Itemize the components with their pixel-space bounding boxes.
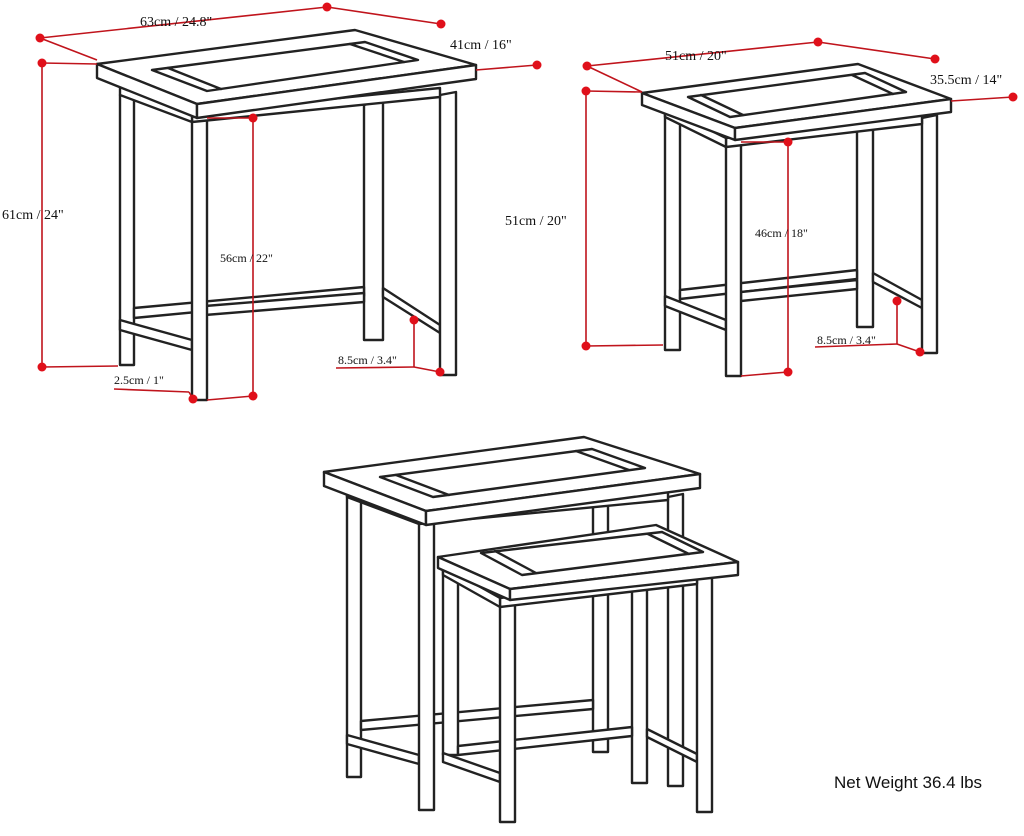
small-depth-label: 35.5cm / 14" <box>930 73 1002 88</box>
small-clearance-label: 46cm / 18" <box>755 226 808 240</box>
small-table-drawing <box>640 62 953 378</box>
small-width-label: 51cm / 20" <box>665 49 727 64</box>
large-table-drawing <box>95 28 478 402</box>
small-stretcher-label: 8.5cm / 3.4" <box>817 333 876 347</box>
large-stretcher-label: 8.5cm / 3.4" <box>338 353 397 367</box>
large-table-dimensions <box>35 2 542 404</box>
large-width-label: 63cm / 24.8" <box>140 15 212 30</box>
small-table-dimensions <box>581 37 1018 377</box>
small-height-label: 51cm / 20" <box>505 214 567 229</box>
large-clearance-label: 56cm / 22" <box>220 251 273 265</box>
large-depth-label: 41cm / 16" <box>450 38 512 53</box>
large-leg-width-label: 2.5cm / 1" <box>114 373 164 387</box>
net-weight-label: Net Weight 36.4 lbs <box>834 773 983 792</box>
nested-tables-drawing <box>322 435 740 824</box>
large-height-label: 61cm / 24" <box>2 208 64 223</box>
